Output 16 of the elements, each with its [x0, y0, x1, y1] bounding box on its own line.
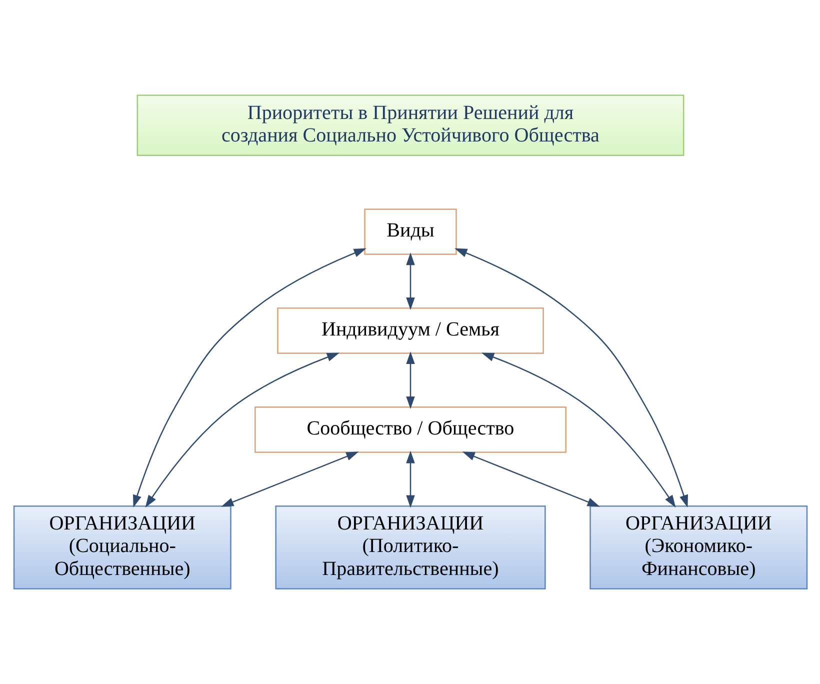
node-box: ОРГАНИЗАЦИИ (Политико- Правительственные)	[274, 505, 546, 590]
arrow	[462, 452, 600, 507]
arrow	[406, 351, 414, 409]
node-box: Приоритеты в Принятии Решений для создания Социально Устойчивого Общества	[136, 94, 684, 156]
node-box: Сообщество / Общество	[254, 406, 566, 453]
node-box: Индивидуум / Семья	[276, 308, 544, 354]
node-box: ОРГАНИЗАЦИИ (Социально- Общественные)	[12, 505, 231, 590]
node-box: Виды	[364, 208, 456, 255]
arrow	[480, 352, 676, 508]
node-box: ОРГАНИЗАЦИИ (Экономико- Финансовые)	[589, 505, 808, 590]
arrow	[406, 450, 414, 508]
arrow	[406, 252, 414, 310]
arrow	[220, 452, 358, 507]
arrow	[144, 352, 340, 508]
arrow	[454, 248, 688, 508]
arrow	[132, 248, 366, 508]
